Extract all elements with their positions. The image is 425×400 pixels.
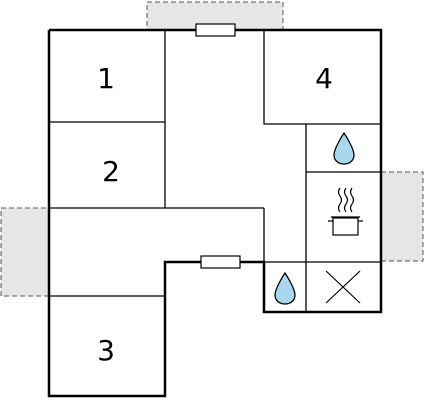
cooking-pot-icon xyxy=(328,187,363,236)
water-drop-icon xyxy=(333,131,355,165)
water-drop-icon xyxy=(274,271,296,305)
room-label-1: 1 xyxy=(97,62,115,95)
x-mark-icon xyxy=(325,270,361,304)
terrace-right xyxy=(380,171,424,262)
interior-walls xyxy=(49,30,381,312)
room-label-3: 3 xyxy=(97,334,115,367)
window-middle xyxy=(200,255,241,269)
room-label-2: 2 xyxy=(102,155,120,188)
room-label-4: 4 xyxy=(315,62,333,95)
terrace-left xyxy=(0,207,50,297)
window-top xyxy=(195,23,236,37)
